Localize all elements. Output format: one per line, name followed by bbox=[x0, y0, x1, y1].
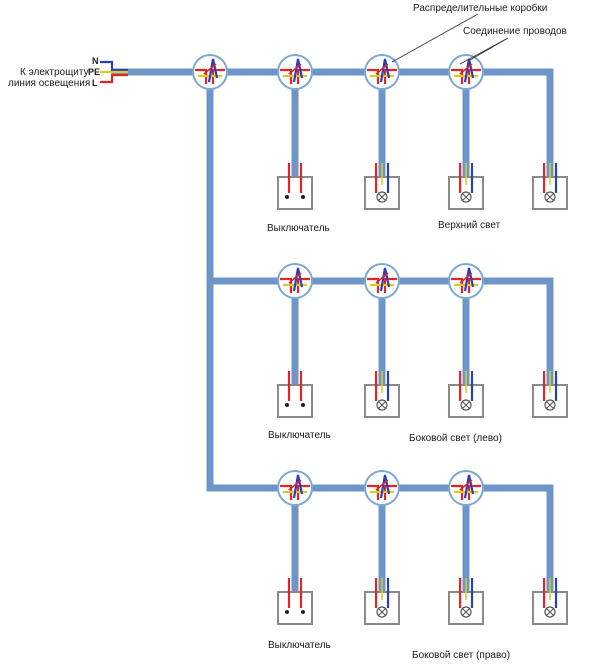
junction-box-icon-phase-a bbox=[451, 277, 464, 293]
junction-box-icon-phase-a bbox=[280, 484, 293, 500]
switch-icon bbox=[277, 591, 313, 625]
lamp-cross bbox=[378, 193, 386, 201]
lamp-cross bbox=[378, 608, 386, 616]
lamp-cross bbox=[546, 401, 554, 409]
label-wire-join: Соединение проводов bbox=[463, 26, 567, 37]
label-wire-n: N bbox=[92, 56, 99, 66]
junction-box-icon-neutral bbox=[207, 58, 219, 83]
junction-box-icon-phase-a bbox=[280, 68, 293, 84]
label-wire-pe: PE bbox=[88, 67, 101, 77]
junction-box-icon-splice bbox=[375, 479, 389, 491]
switch-contact bbox=[301, 195, 305, 199]
label-to-panel: К электрощиту bbox=[20, 67, 89, 78]
junction-box-icon-phase-b bbox=[383, 68, 397, 84]
lamp-cross bbox=[462, 193, 470, 201]
junction-box-icon-neutral bbox=[292, 58, 304, 83]
label-distribution-boxes: Распределительные коробки bbox=[413, 3, 548, 14]
label-row3-switch: Выключатель bbox=[268, 640, 331, 651]
junction-box-icon-phase-a bbox=[195, 68, 208, 84]
junction-box-icon-phase-a bbox=[367, 484, 380, 500]
junction-box-icon-phase-b bbox=[467, 68, 481, 84]
junction-box-icon-phase-b bbox=[296, 277, 310, 293]
leader-distribution-boxes bbox=[391, 13, 479, 63]
junction-box-icon-splice bbox=[459, 479, 473, 491]
lamp-cross bbox=[462, 608, 470, 616]
switch-contact bbox=[301, 610, 305, 614]
junction-box-icon-neutral bbox=[379, 474, 391, 499]
label-row1-lamp: Верхний свет bbox=[438, 220, 501, 231]
label-row2-switch: Выключатель bbox=[268, 430, 331, 441]
lamp-cross bbox=[462, 401, 470, 409]
junction-box-icon-phase-a bbox=[451, 68, 464, 84]
switch-icon bbox=[277, 176, 313, 210]
junction-box-icon-splice bbox=[459, 272, 473, 284]
junction-box-icon-splice bbox=[459, 63, 473, 75]
switch-contact bbox=[285, 610, 289, 614]
junction-box-icon-phase-a bbox=[451, 484, 464, 500]
junction-box-icon-phase-a bbox=[367, 277, 380, 293]
wire-n-feed bbox=[100, 60, 128, 72]
junction-box-icon-phase-b bbox=[296, 68, 310, 84]
label-row3-lamp: Боковой свет (право) bbox=[412, 650, 511, 661]
label-wire-l: L bbox=[92, 78, 98, 88]
junction-box-icon-neutral bbox=[292, 267, 304, 292]
leader-wire-join-2 bbox=[459, 37, 509, 65]
junction-box-icon-splice bbox=[288, 63, 302, 75]
junction-box-icon-phase-b bbox=[296, 484, 310, 500]
switch-contact bbox=[285, 195, 289, 199]
junction-box-icon-phase-a bbox=[367, 68, 380, 84]
junction-box-icon-phase-b bbox=[383, 277, 397, 293]
junction-box-icon-phase-b bbox=[211, 68, 225, 84]
junction-box-icon-splice bbox=[203, 63, 217, 75]
junction-box-icon-neutral bbox=[463, 474, 475, 499]
lamp-cross bbox=[546, 608, 554, 616]
junction-box-icon-neutral bbox=[463, 267, 475, 292]
junction-box-icon-splice bbox=[288, 479, 302, 491]
junction-box-icon-phase-a bbox=[280, 277, 293, 293]
label-lighting-line: линия освещения bbox=[8, 78, 91, 89]
junction-box-icon-neutral bbox=[292, 474, 304, 499]
junction-box-icon-phase-b bbox=[467, 484, 481, 500]
lamp-cross bbox=[546, 193, 554, 201]
junction-box-icon-phase-b bbox=[467, 277, 481, 293]
label-row2-lamp: Боковой свет (лево) bbox=[409, 433, 502, 444]
junction-box-icon-splice bbox=[288, 272, 302, 284]
junction-box-icon-phase-b bbox=[383, 484, 397, 500]
switch-contact bbox=[285, 403, 289, 407]
label-row1-switch: Выключатель bbox=[267, 223, 330, 234]
junction-box-icon-neutral bbox=[379, 58, 391, 83]
switch-contact bbox=[301, 403, 305, 407]
lamp-cross bbox=[378, 401, 386, 409]
switch-icon bbox=[277, 384, 313, 418]
junction-box-icon-splice bbox=[375, 272, 389, 284]
junction-box-icon-neutral bbox=[379, 267, 391, 292]
wire-l-feed bbox=[100, 73, 128, 84]
junction-box-icon-splice bbox=[375, 63, 389, 75]
